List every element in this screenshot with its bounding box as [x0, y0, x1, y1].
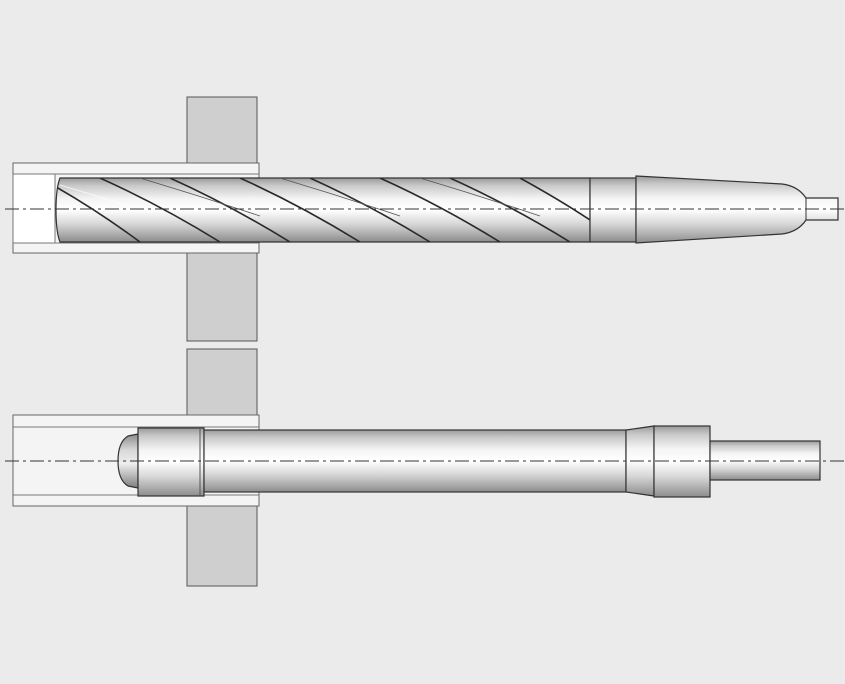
plate-upper-top [186, 96, 258, 164]
plate-lower-top [186, 252, 258, 342]
plate-upper-bottom [186, 348, 258, 416]
top-assembly [5, 96, 845, 342]
bottom-assembly [5, 348, 845, 587]
spiral-flutes [56, 178, 590, 242]
plate-lower-bottom [186, 505, 258, 587]
